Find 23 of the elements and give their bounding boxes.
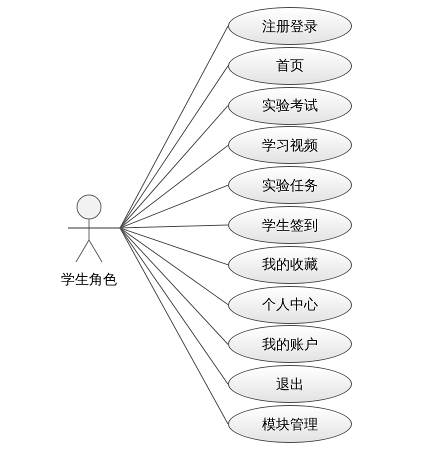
association-line: [120, 228, 228, 385]
use-case-label: 我的账户: [262, 334, 318, 354]
association-line: [120, 26, 228, 228]
use-case-label: 注册登录: [262, 16, 318, 36]
use-case-label: 学生签到: [262, 216, 318, 234]
association-line: [120, 228, 228, 266]
association-line: [120, 228, 228, 306]
association-line: [120, 105, 228, 228]
use-case-label: 实验任务: [262, 176, 318, 195]
association-line: [120, 184, 228, 228]
association-line: [120, 65, 228, 228]
use-case-label: 退出: [276, 374, 304, 394]
use-case-label: 模块管理: [262, 414, 318, 434]
association-line: [120, 144, 228, 228]
association-line: [120, 228, 228, 345]
use-case-label: 首页: [276, 56, 304, 76]
use-case-label: 个人中心: [262, 295, 318, 314]
use-case-label: 我的收藏: [262, 255, 318, 274]
actor-label: 学生角色: [60, 270, 118, 288]
association-line: [120, 228, 228, 424]
association-line: [120, 224, 228, 228]
use-case-label: 实验考试: [262, 96, 318, 116]
use-case-label: 学习视频: [262, 136, 318, 155]
